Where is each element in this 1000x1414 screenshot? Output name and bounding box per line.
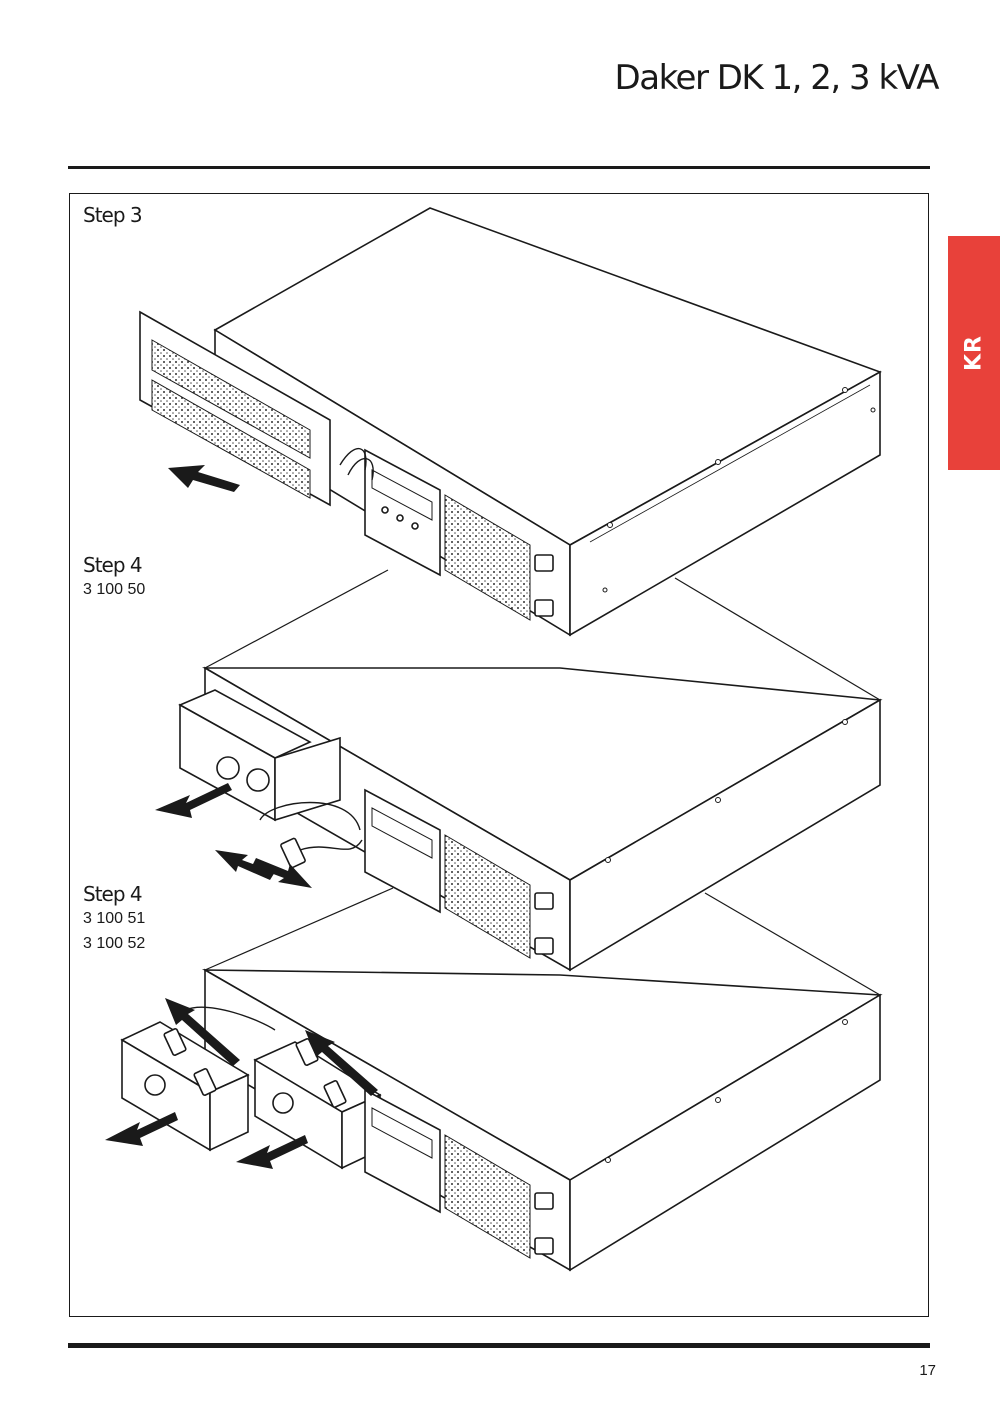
header-rule bbox=[68, 166, 930, 169]
ups-unit-step4b bbox=[120, 887, 883, 1272]
ups-unit-step4a bbox=[178, 569, 883, 972]
step-3-label: Step 3 bbox=[83, 203, 143, 227]
step-4b-ref-1: 3 100 51 bbox=[83, 910, 146, 927]
footer-rule bbox=[68, 1343, 930, 1348]
page-number: 17 bbox=[919, 1362, 936, 1379]
page-title: Daker DK 1, 2, 3 kVA bbox=[614, 58, 940, 98]
arrow-connector-2 bbox=[305, 1030, 378, 1096]
arrow-remove-panel bbox=[168, 465, 240, 492]
illustration-frame bbox=[69, 193, 929, 1317]
arrow-remove-battery-1 bbox=[105, 1112, 178, 1146]
ups-unit-step3 bbox=[139, 207, 882, 637]
arrow-disconnect bbox=[215, 850, 275, 880]
arrow-remove-battery bbox=[155, 783, 232, 818]
arrow-remove-battery-2 bbox=[236, 1135, 308, 1169]
step-4a-ref: 3 100 50 bbox=[83, 581, 146, 598]
step-4b-label: Step 4 bbox=[83, 882, 143, 906]
language-tab: KR bbox=[948, 236, 1000, 470]
arrow-reconnect bbox=[252, 858, 312, 888]
step-4a-label: Step 4 bbox=[83, 553, 143, 577]
step-4b-ref-2: 3 100 52 bbox=[83, 935, 146, 952]
arrow-connector-1 bbox=[165, 998, 240, 1066]
